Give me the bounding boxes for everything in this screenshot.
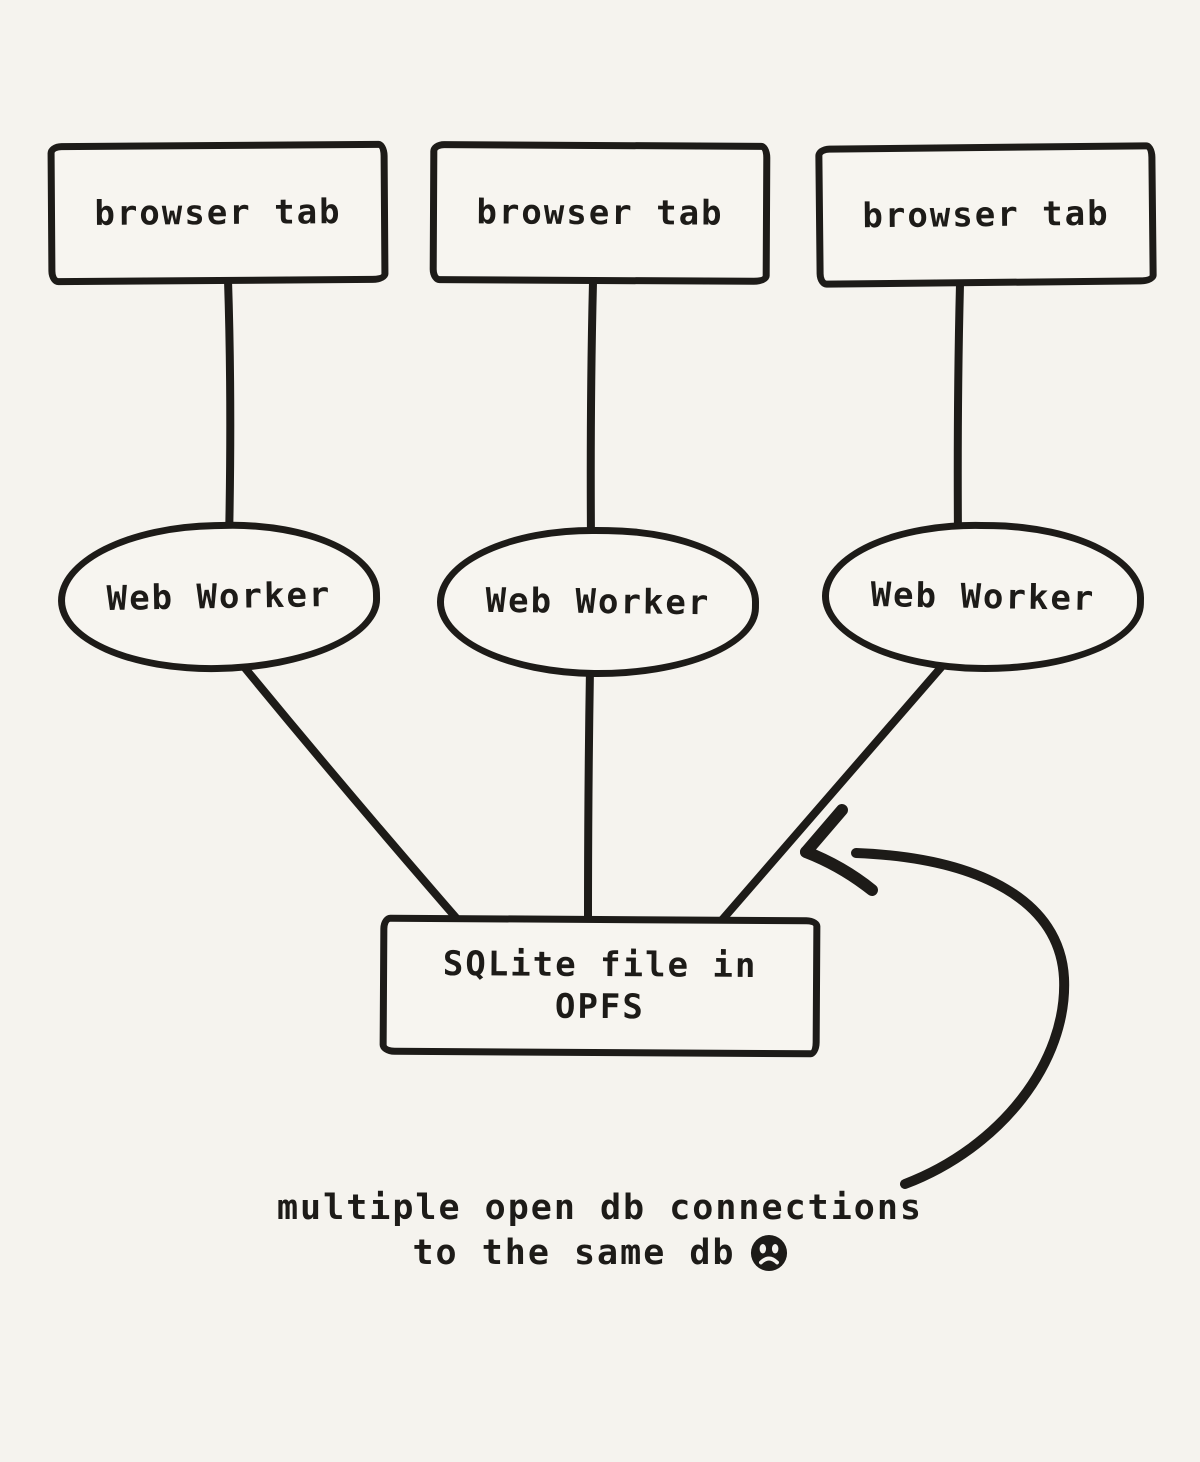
node-web-worker-2: Web Worker bbox=[436, 525, 760, 679]
node-label: Web Worker bbox=[870, 575, 1096, 619]
annotation-arrow-curve bbox=[851, 848, 1070, 1189]
annotation-arrow-head bbox=[800, 804, 848, 858]
edge-worker1-db bbox=[236, 658, 462, 924]
node-label: Web Worker bbox=[485, 580, 711, 624]
node-sqlite-file-opfs: SQLite file in OPFS bbox=[379, 914, 821, 1058]
node-label: browser tab bbox=[94, 192, 342, 234]
node-label: browser tab bbox=[476, 192, 724, 234]
edge-tab1-worker1 bbox=[224, 276, 235, 544]
annotation-arrow-head-lower bbox=[800, 846, 878, 896]
edge-tab2-worker2 bbox=[586, 278, 597, 546]
edge-worker3-db bbox=[718, 660, 948, 924]
node-label-line1: SQLite file in bbox=[442, 943, 758, 986]
frowning-face-icon bbox=[750, 1235, 787, 1272]
node-browser-tab-2: browser tab bbox=[429, 141, 771, 285]
node-browser-tab-3: browser tab bbox=[815, 142, 1157, 288]
caption-line1: multiple open db connections bbox=[276, 1188, 923, 1228]
node-label-line2: OPFS bbox=[554, 986, 645, 1028]
node-label: Web Worker bbox=[106, 575, 332, 619]
node-browser-tab-1: browser tab bbox=[47, 140, 389, 286]
annotation-caption: multiple open db connections to the same… bbox=[0, 1186, 1200, 1276]
edge-tab3-worker3 bbox=[953, 280, 964, 544]
edge-worker2-db bbox=[584, 664, 594, 924]
caption-line2: to the same db bbox=[412, 1232, 736, 1273]
node-label: browser tab bbox=[862, 193, 1110, 237]
